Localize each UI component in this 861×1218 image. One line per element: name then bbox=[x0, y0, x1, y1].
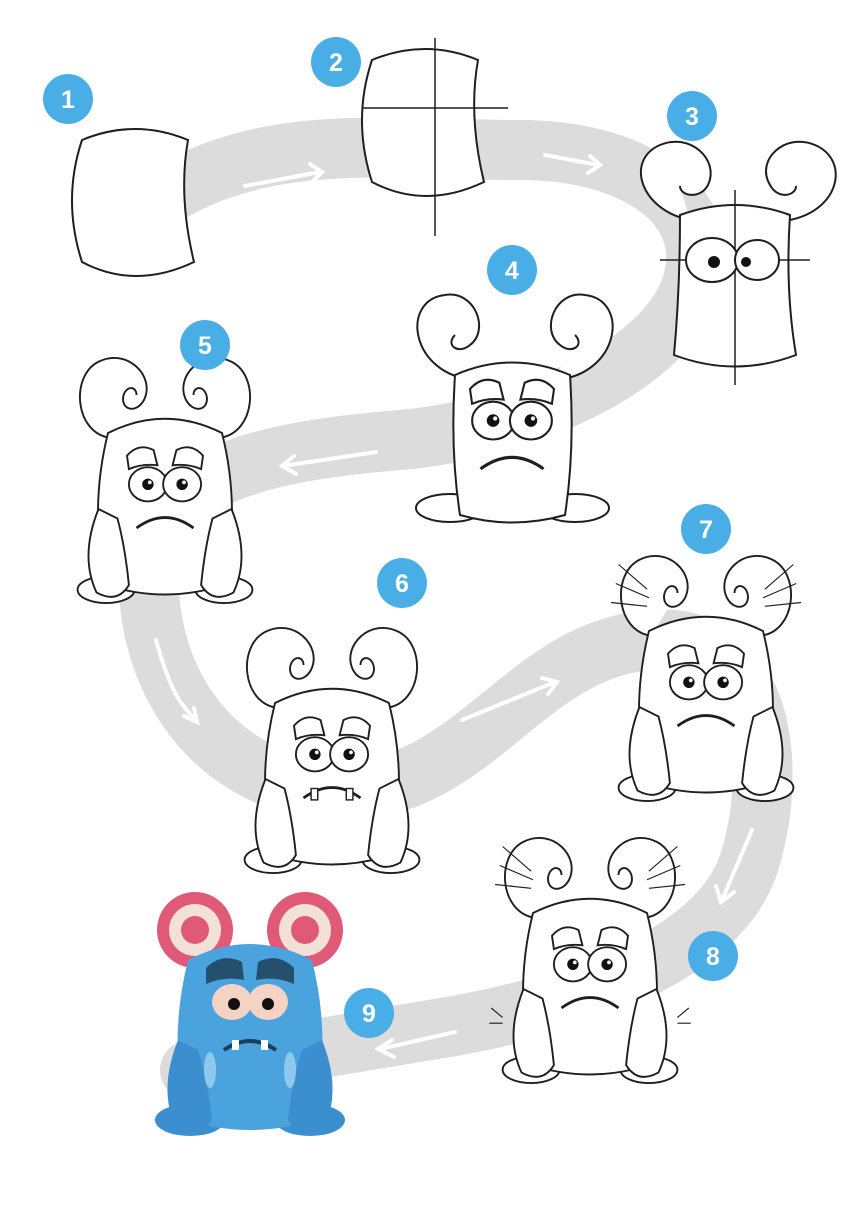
step-badge-5: 5 bbox=[180, 320, 230, 370]
step-2-drawing bbox=[361, 38, 508, 236]
svg-text:1: 1 bbox=[61, 86, 75, 114]
step-badge-4: 4 bbox=[487, 245, 537, 295]
step-badge-3: 3 bbox=[667, 91, 717, 141]
step-6-drawing bbox=[245, 628, 420, 873]
arrow-icon bbox=[154, 153, 754, 1059]
step-badge-2: 2 bbox=[311, 37, 361, 87]
step-badge-8: 8 bbox=[688, 931, 738, 981]
svg-text:4: 4 bbox=[505, 257, 519, 285]
svg-text:8: 8 bbox=[706, 943, 720, 971]
step-badge-7: 7 bbox=[681, 504, 731, 554]
svg-text:6: 6 bbox=[395, 570, 409, 598]
step-1-drawing bbox=[71, 128, 195, 277]
step-5-drawing bbox=[78, 358, 253, 603]
svg-text:7: 7 bbox=[699, 516, 713, 544]
step-4-drawing bbox=[415, 293, 614, 524]
tutorial-path bbox=[119, 117, 793, 1100]
svg-text:5: 5 bbox=[198, 332, 212, 360]
step-9-colored-monster bbox=[155, 892, 345, 1136]
svg-text:2: 2 bbox=[329, 49, 343, 77]
svg-text:3: 3 bbox=[685, 103, 699, 131]
step-badge-6: 6 bbox=[377, 558, 427, 608]
step-badge-1: 1 bbox=[43, 74, 93, 124]
step-3-drawing bbox=[640, 140, 837, 385]
step-7-drawing bbox=[610, 556, 802, 801]
step-8-drawing bbox=[489, 838, 691, 1083]
step-badge-9: 9 bbox=[344, 988, 394, 1038]
svg-text:9: 9 bbox=[362, 1000, 376, 1028]
